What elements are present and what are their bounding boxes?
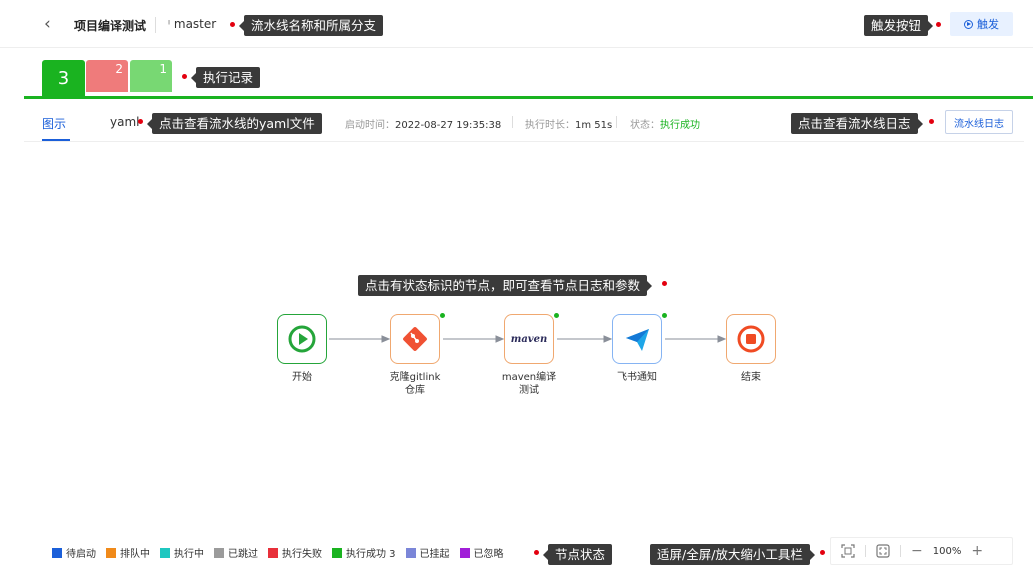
divider	[900, 545, 901, 557]
status-success-dot	[662, 313, 667, 318]
status: 状态：执行成功	[630, 120, 700, 131]
node-label: 结束	[741, 372, 761, 383]
node-label: 飞书通知	[617, 372, 657, 383]
annotation-log: 点击查看流水线日志	[791, 113, 923, 134]
annotation-dot	[138, 119, 143, 124]
zoom-in-button[interactable]: +	[971, 543, 984, 559]
status-success-dot	[440, 313, 445, 318]
record-1[interactable]: 1	[130, 60, 172, 92]
zoom-out-button[interactable]: −	[911, 543, 923, 559]
project-name: 项目编译测试	[74, 19, 147, 33]
start-time: 启动时间：2022-08-27 19:35:38	[345, 120, 502, 131]
annotation-records: 执行记录	[190, 67, 261, 88]
record-number: 1	[159, 62, 167, 76]
pipeline-log-button[interactable]: 流水线日志	[945, 110, 1013, 134]
annotation-status: 节点状态	[542, 544, 613, 565]
divider	[155, 17, 156, 33]
record-2[interactable]: 2	[86, 60, 128, 92]
node-label: maven编译测试	[501, 372, 557, 396]
fit-screen-icon[interactable]	[841, 544, 855, 558]
fullscreen-icon[interactable]	[876, 544, 890, 558]
tab-graph[interactable]: 图示	[42, 117, 67, 131]
status-legend: 待启动 排队中 执行中 已跳过 执行失败 执行成功 3 已挂起 已忽略	[52, 545, 514, 560]
pipeline-node-git-clone[interactable]	[390, 314, 440, 364]
legend-item: 已挂起	[405, 545, 450, 560]
start-time-value: 2022-08-27 19:35:38	[395, 120, 502, 131]
annotation-trigger: 触发按钮	[864, 15, 934, 36]
header-divider	[0, 47, 1033, 48]
legend-item: 已跳过	[214, 545, 258, 560]
annotation-dot	[936, 22, 941, 27]
stop-circle-icon	[737, 325, 765, 353]
duration: 执行时长：1m 51s	[525, 120, 613, 131]
duration-value: 1m 51s	[575, 120, 613, 131]
annotation-yaml: 点击查看流水线的yaml文件	[147, 113, 322, 134]
status-value: 执行成功	[660, 120, 700, 131]
record-number: 3	[57, 68, 70, 89]
pipeline-node-feishu[interactable]	[612, 314, 662, 364]
pipeline-node-start[interactable]	[277, 314, 327, 364]
legend-item: 排队中	[106, 545, 150, 560]
paper-plane-icon	[626, 329, 649, 351]
annotation-dot	[534, 550, 539, 555]
legend-item: 执行失败	[268, 545, 322, 560]
legend-item: 已忽略	[459, 545, 504, 560]
legend-item: 执行成功 3	[332, 545, 396, 560]
tab-yaml[interactable]: yaml	[110, 115, 140, 129]
records-baseline	[24, 96, 1033, 99]
annotation-dot	[182, 74, 187, 79]
annotation-pipeline-name: 流水线名称和所属分支	[238, 15, 384, 36]
record-number: 2	[115, 62, 123, 76]
record-3[interactable]: 3	[42, 60, 85, 96]
pipeline-node-end[interactable]	[726, 314, 776, 364]
legend-item: 执行中	[160, 545, 204, 560]
git-diamond-icon	[403, 327, 427, 351]
annotation-dot	[662, 281, 667, 286]
annotation-dot	[820, 550, 825, 555]
annotation-dot	[230, 22, 235, 27]
trigger-label: 触发	[977, 18, 999, 31]
zoom-toolbar: − 100% +	[830, 537, 1013, 565]
play-circle-icon	[288, 325, 316, 353]
legend-item: 待启动	[52, 545, 96, 560]
tabs-divider	[24, 141, 1024, 142]
branch-name: master	[173, 17, 217, 31]
maven-logo-icon: maven	[510, 333, 548, 345]
annotation-dot	[929, 119, 934, 124]
divider	[616, 116, 617, 128]
pipeline-node-maven[interactable]: maven	[504, 314, 554, 364]
back-icon[interactable]: ‹	[44, 14, 51, 34]
node-label: 开始	[292, 372, 312, 383]
annotation-toolbar: 适屏/全屏/放大缩小工具栏	[650, 544, 815, 565]
annotation-nodes: 点击有状态标识的节点，即可查看节点日志和参数	[358, 275, 653, 296]
zoom-level: 100%	[932, 545, 962, 557]
trigger-button[interactable]: 触发	[950, 12, 1013, 36]
divider	[865, 545, 866, 557]
status-success-dot	[554, 313, 559, 318]
play-circle-icon	[964, 19, 973, 29]
divider	[512, 116, 513, 128]
branch-info: ᴵ master	[168, 17, 216, 31]
git-branch-icon: ᴵ	[168, 18, 171, 31]
tab-active-indicator	[42, 139, 70, 141]
